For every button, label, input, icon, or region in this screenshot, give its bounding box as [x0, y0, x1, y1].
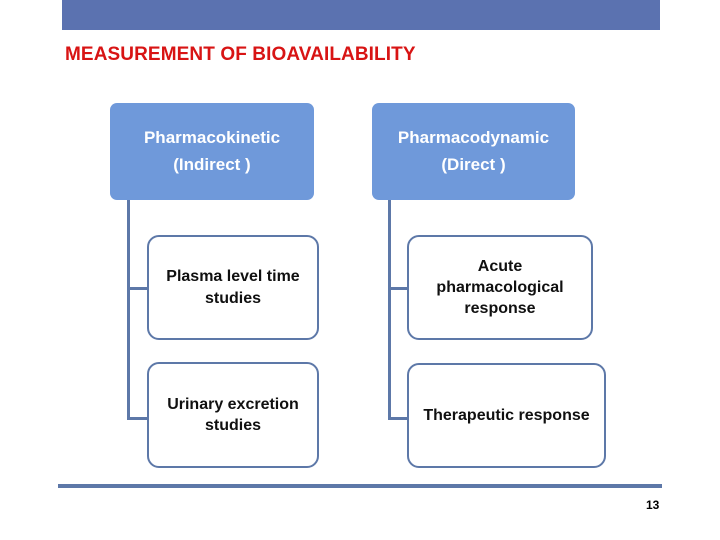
node-therapeutic-response[interactable]: Therapeutic response [407, 363, 606, 468]
connector-left-branch-1 [127, 287, 149, 290]
node-plasma-level-time-studies[interactable]: Plasma level time studies [147, 235, 319, 340]
header-box-pharmacokinetic-line1: Pharmacokinetic [143, 128, 281, 148]
header-box-pharmacodynamic-line2: (Direct ) [441, 154, 506, 174]
connector-left-branch-2 [127, 417, 149, 420]
header-box-pharmacokinetic[interactable]: Pharmacokinetic (Indirect ) [110, 103, 314, 200]
connector-left-vertical [127, 200, 130, 420]
connector-right-vertical [388, 200, 391, 420]
top-decorative-bar [62, 0, 660, 30]
page-title: MEASUREMENT OF BIOAVAILABILITY [65, 44, 416, 65]
header-box-pharmacokinetic-line2: (Indirect ) [173, 154, 251, 174]
node-urinary-excretion-studies[interactable]: Urinary excretion studies [147, 362, 319, 468]
header-box-pharmacodynamic[interactable]: Pharmacodynamic (Direct ) [372, 103, 575, 200]
page-number: 13 [646, 498, 660, 512]
connector-right-branch-2 [388, 417, 409, 420]
footer-divider [58, 484, 662, 488]
header-box-pharmacodynamic-line1: Pharmacodynamic [397, 128, 550, 148]
connector-right-branch-1 [388, 287, 409, 290]
node-acute-pharmacological-response[interactable]: Acute pharmacological response [407, 235, 593, 340]
